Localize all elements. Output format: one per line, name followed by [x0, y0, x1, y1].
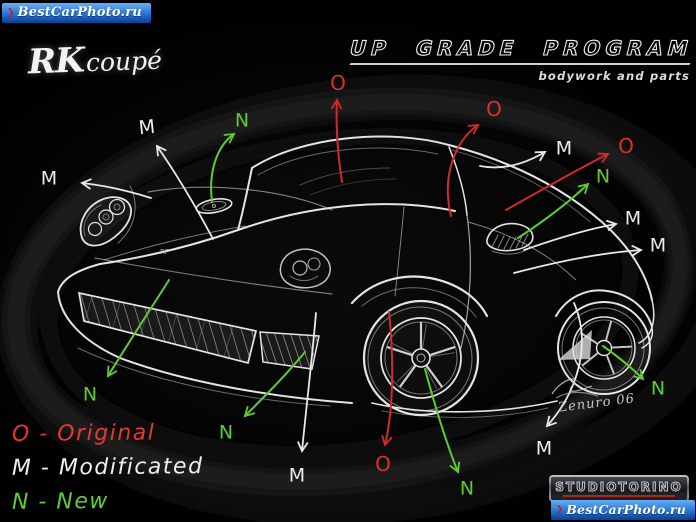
watermark-arrow-icon: ❯ [555, 504, 564, 515]
arrow-n6 [602, 345, 645, 381]
arrow-n4 [243, 351, 306, 418]
annotation-n3: N [82, 383, 98, 406]
hood-badge: RF [160, 248, 169, 256]
car-sketch: RF [57, 135, 655, 418]
legend-item-modificated: M - Modificated [11, 454, 204, 481]
rk-logo-rk: RK [27, 40, 85, 83]
watermark-bottom-right: ❯ BestCarPhoto.ru [550, 500, 695, 520]
arrow-n1 [210, 132, 236, 203]
arrow-m3 [479, 151, 547, 169]
arrow-m5 [513, 244, 643, 274]
upgrade-program-header: UP GRADE PROGRAM bodywork and parts [346, 35, 696, 83]
legend: O - Original M - Modificated N - New [12, 417, 204, 519]
annotation-m2: M [40, 167, 58, 190]
arrow-n5 [424, 368, 461, 474]
annotation-o1: O [330, 71, 346, 95]
annotation-m7: M [535, 437, 553, 460]
annotation-m6: M [288, 464, 306, 487]
arrows-new [107, 132, 645, 474]
upgrade-program-subtitle: bodywork and parts [538, 69, 690, 83]
annotation-o4: O [375, 452, 391, 476]
arrows-modificated [80, 144, 643, 453]
background-glow-swirls [0, 74, 696, 522]
arrow-o1 [330, 98, 343, 183]
annotation-n5: N [459, 477, 475, 500]
rk-coupe-logo: RKcoupé [27, 38, 163, 83]
annotation-n4: N [218, 421, 234, 444]
watermark-arrow-icon: ❯ [7, 7, 15, 18]
upgrade-program-title: UP GRADE PROGRAM [346, 35, 696, 60]
studiotorino-underline [563, 494, 675, 497]
arrow-m4 [523, 219, 618, 251]
artist-signature-flourish [551, 378, 599, 399]
arrow-o4 [381, 311, 394, 447]
arrow-m2 [80, 178, 152, 199]
annotation-m5: M [649, 234, 667, 257]
legend-item-new: N - New [11, 488, 109, 515]
annotation-m3: M [555, 137, 573, 160]
arrow-m7 [545, 302, 583, 428]
arrow-n2 [517, 182, 590, 239]
studiotorino-badge: STUDIOTORINO [549, 475, 689, 502]
annotation-m1: M [137, 115, 157, 140]
watermark-top-left: ❯ BestCarPhoto.ru [2, 3, 151, 23]
annotation-o2: O [486, 97, 502, 121]
annotation-arrows [80, 98, 645, 474]
watermark-text: BestCarPhoto.ru [566, 502, 686, 517]
arrows-original [330, 98, 610, 447]
annotation-m4: M [624, 207, 642, 230]
watermark-text: BestCarPhoto.ru [17, 5, 142, 20]
annotation-n6: N [650, 377, 666, 400]
annotation-n2: N [595, 165, 611, 188]
rk-logo-coupe: coupé [85, 45, 163, 78]
studiotorino-badge-inner: STUDIOTORINO [551, 477, 687, 500]
annotation-n1: N [234, 109, 250, 132]
arrow-o3 [505, 152, 610, 211]
arrow-m1 [155, 144, 214, 240]
annotation-o3: O [618, 134, 634, 158]
upgrade-program-underline [349, 63, 691, 65]
arrow-n3 [107, 279, 170, 378]
legend-item-original: O - Original [11, 420, 156, 447]
arrow-o2 [446, 123, 480, 217]
arrow-m6 [297, 312, 317, 453]
studiotorino-name: STUDIOTORINO [555, 479, 683, 494]
